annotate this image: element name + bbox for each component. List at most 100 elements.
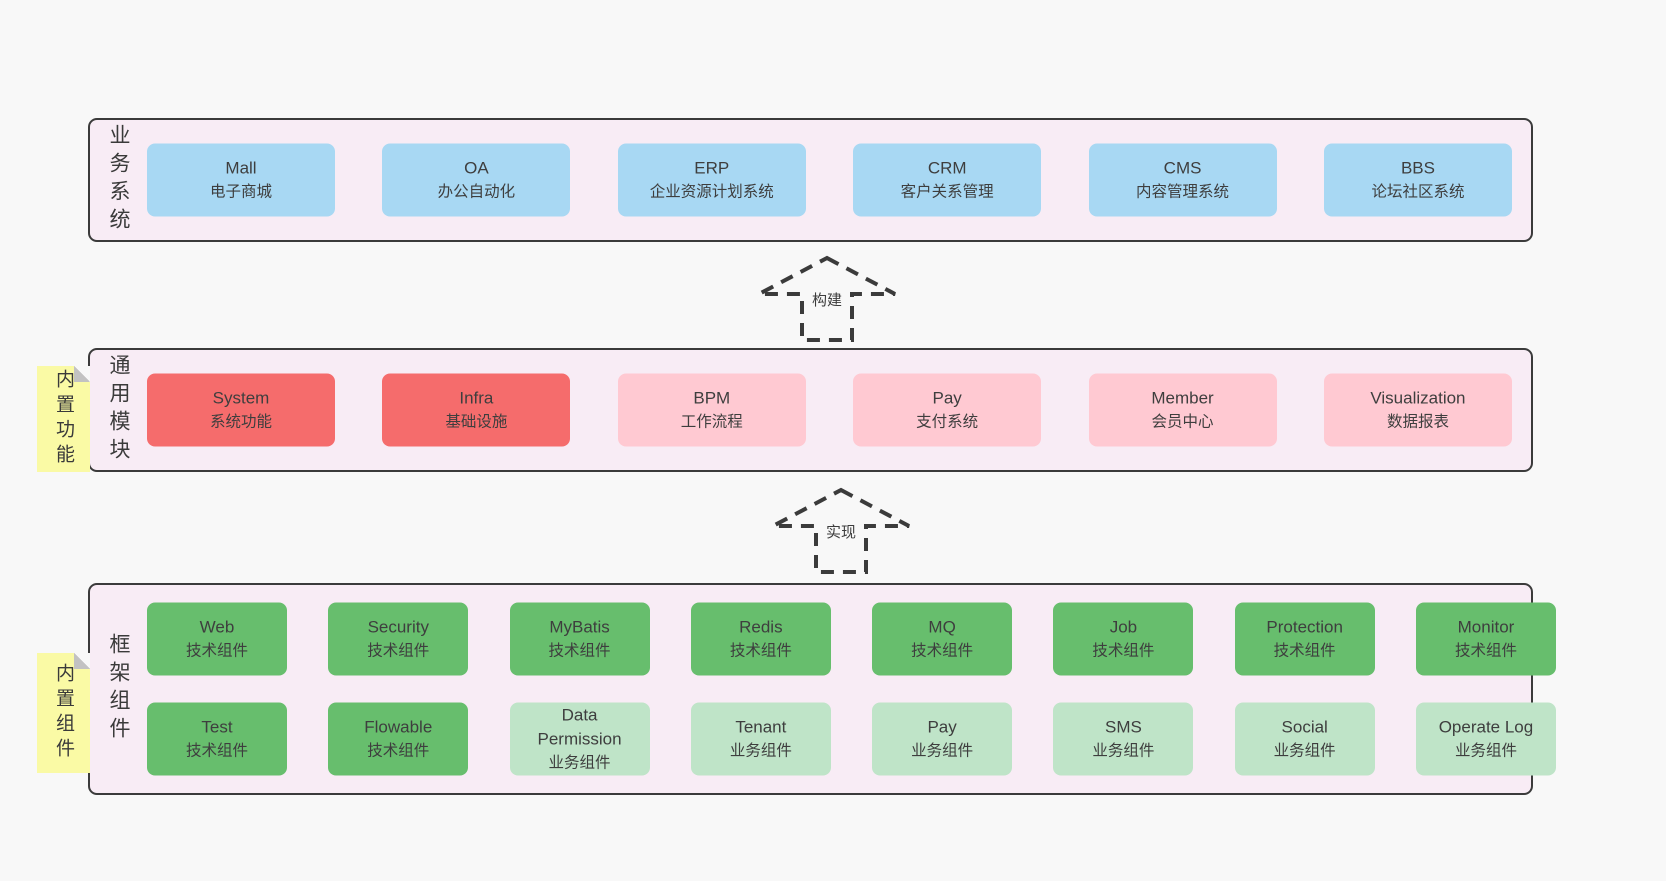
box-member: Member 会员中心 [1088, 373, 1277, 447]
box-subtitle: 业务组件 [1273, 742, 1336, 759]
box-title: SMS [1104, 717, 1142, 736]
framework-box-row-1: Web 技术组件 Security 技术组件 MyBatis 技术组件 Redi… [147, 602, 1556, 676]
box-data-permission: Data Permission 业务组件 [509, 702, 650, 776]
box-web: Web 技术组件 [147, 602, 287, 676]
box-subtitle: 技术组件 [1092, 642, 1155, 659]
box-subtitle: 客户关系管理 [900, 183, 994, 200]
box-title: CRM [927, 158, 967, 177]
box-subtitle: 技术组件 [185, 742, 248, 759]
box-bbs: BBS 论坛社区系统 [1323, 143, 1512, 217]
box-subtitle: 技术组件 [1273, 642, 1336, 659]
framework-components-section: 框架组件 Web 技术组件 Security 技术组件 MyBatis 技术组件… [88, 583, 1556, 795]
box-title: MyBatis [549, 617, 610, 636]
box-subtitle: 数据报表 [1386, 413, 1449, 430]
note-label: 内置功能 [53, 369, 74, 469]
box-erp: ERP 企业资源计划系统 [617, 143, 806, 217]
box-subtitle: 技术组件 [729, 642, 792, 659]
business-systems-section: 业务系统 Mall 电子商城 OA 办公自动化 ERP 企业资源计划系统 CRM… [88, 118, 1533, 242]
box-sms: SMS 业务组件 [1053, 702, 1194, 776]
box-title: Redis [739, 617, 783, 636]
box-title: Infra [459, 388, 494, 407]
box-oa: OA 办公自动化 [382, 143, 571, 217]
box-flowable: Flowable 技术组件 [328, 702, 469, 776]
box-subtitle: 业务组件 [548, 754, 611, 771]
box-protection: Protection 技术组件 [1234, 602, 1375, 676]
box-title: Data Permission [537, 705, 622, 748]
box-mybatis: MyBatis 技术组件 [509, 602, 650, 676]
business-box-row: Mall 电子商城 OA 办公自动化 ERP 企业资源计划系统 CRM 客户关系… [147, 143, 1512, 217]
build-arrow-label: 构建 [807, 287, 847, 312]
box-subtitle: 支付系统 [916, 413, 979, 430]
box-subtitle: 企业资源计划系统 [649, 183, 774, 200]
box-mq: MQ 技术组件 [872, 602, 1013, 676]
box-security: Security 技术组件 [328, 602, 469, 676]
box-title: Visualization [1370, 388, 1466, 407]
box-subtitle: 技术组件 [367, 642, 430, 659]
box-test: Test 技术组件 [147, 702, 287, 776]
box-redis: Redis 技术组件 [690, 602, 831, 676]
section-label-business: 业务系统 [107, 124, 130, 236]
framework-box-row-2: Test 技术组件 Flowable 技术组件 Data Permission … [147, 702, 1556, 776]
dashed-up-arrow-icon [758, 255, 896, 342]
box-title: Test [201, 717, 233, 736]
box-title: BBS [1400, 158, 1435, 177]
box-title: System [212, 388, 270, 407]
implement-arrow: 实现 [770, 487, 912, 575]
box-subtitle: 论坛社区系统 [1371, 183, 1465, 200]
box-subtitle: 技术组件 [185, 642, 248, 659]
note-built-in-components: 内置组件 [37, 653, 90, 773]
box-monitor: Monitor 技术组件 [1415, 602, 1556, 676]
box-title: Member [1151, 388, 1214, 407]
box-subtitle: 技术组件 [548, 642, 611, 659]
note-label: 内置组件 [53, 663, 74, 763]
box-title: ERP [694, 158, 730, 177]
box-title: BPM [693, 388, 731, 407]
box-subtitle: 电子商城 [209, 183, 272, 200]
box-infra: Infra 基础设施 [382, 373, 571, 447]
box-subtitle: 业务组件 [1092, 742, 1155, 759]
box-title: MQ [928, 617, 956, 636]
box-title: Pay [927, 717, 957, 736]
framework-rows: Web 技术组件 Security 技术组件 MyBatis 技术组件 Redi… [90, 602, 1556, 776]
box-title: CMS [1163, 158, 1202, 177]
box-subtitle: 业务组件 [1454, 742, 1517, 759]
box-subtitle: 技术组件 [911, 642, 974, 659]
box-title: Monitor [1457, 617, 1515, 636]
box-tenant: Tenant 业务组件 [690, 702, 831, 776]
box-title: Social [1281, 717, 1328, 736]
box-title: Security [367, 617, 429, 636]
box-operate-log: Operate Log 业务组件 [1415, 702, 1556, 776]
box-subtitle: 系统功能 [209, 413, 272, 430]
section-label-modules: 通用模块 [107, 354, 130, 466]
box-social: Social 业务组件 [1234, 702, 1375, 776]
box-title: Protection [1266, 617, 1343, 636]
box-title: Job [1109, 617, 1138, 636]
box-visualization: Visualization 数据报表 [1323, 373, 1512, 447]
box-title: Operate Log [1438, 717, 1534, 736]
build-arrow: 构建 [756, 255, 898, 343]
box-subtitle: 技术组件 [367, 742, 430, 759]
box-system: System 系统功能 [147, 373, 335, 447]
box-subtitle: 业务组件 [729, 742, 792, 759]
box-title: Mall [225, 158, 257, 177]
box-cms: CMS 内容管理系统 [1088, 143, 1277, 217]
box-subtitle: 办公自动化 [437, 183, 516, 200]
box-subtitle: 基础设施 [445, 413, 508, 430]
box-title: Flowable [364, 717, 433, 736]
box-subtitle: 工作流程 [680, 413, 743, 430]
box-subtitle: 技术组件 [1454, 642, 1517, 659]
box-pay: Pay 支付系统 [853, 373, 1042, 447]
box-title: Pay [932, 388, 962, 407]
box-bpm: BPM 工作流程 [617, 373, 806, 447]
box-crm: CRM 客户关系管理 [853, 143, 1042, 217]
box-subtitle: 业务组件 [911, 742, 974, 759]
box-subtitle: 会员中心 [1151, 413, 1214, 430]
modules-box-row: System 系统功能 Infra 基础设施 BPM 工作流程 Pay 支付系统… [147, 373, 1512, 447]
note-built-in-features: 内置功能 [37, 366, 90, 472]
common-modules-section: 通用模块 System 系统功能 Infra 基础设施 BPM 工作流程 Pay… [88, 348, 1533, 472]
box-subtitle: 内容管理系统 [1136, 183, 1230, 200]
box-title: Tenant [735, 717, 787, 736]
folded-corner-icon [74, 653, 90, 669]
box-job: Job 技术组件 [1053, 602, 1194, 676]
box-title: OA [464, 158, 489, 177]
